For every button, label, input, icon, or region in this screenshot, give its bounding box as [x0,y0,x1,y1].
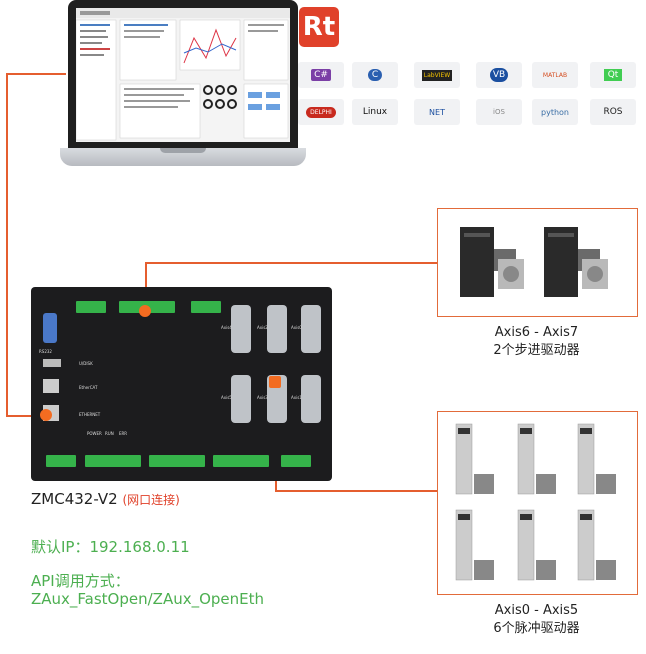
pc-link-line-vertical [6,73,8,416]
controller-connection: (网口连接) [122,493,180,507]
stepper-range: Axis6 - Axis7 [494,325,579,340]
axis5-port [231,375,251,423]
c-logo: C [352,62,398,88]
laptop-pc [60,0,306,180]
stepper-drivers-box [437,208,638,317]
axis1-port [301,375,321,423]
axis0-port [301,305,321,353]
axis2-port [267,305,287,353]
stepper-link-vertical [145,262,147,310]
matlab-logo: MATLAB [532,62,578,88]
pulse-desc: 6个脉冲驱动器 [493,621,580,636]
csharp-logo: C# [298,62,344,88]
pulse-drivers-box [437,411,638,595]
default-ip: 默认IP：192.168.0.11 [31,538,190,556]
rt-logo: Rt [299,7,339,47]
stepper-desc: 2个步进驱动器 [493,343,580,358]
vb-logo: VB [476,62,522,88]
axis5-label: Axis5 [221,395,232,400]
led-err-label: ERR [119,431,128,436]
axis4-label: Axis4 [221,325,232,330]
terminal-block [46,455,76,467]
controller-model: ZMC432-V2 [31,490,118,508]
rs232-label: RS232 [39,349,52,354]
ethernet-connection-dot [40,409,52,421]
labview-logo: LabVIEW [414,62,460,88]
ethernet-label: ETHERNET [79,412,101,417]
axis4-port [231,305,251,353]
udisk-label: U/DISK [79,361,93,366]
terminal-block [281,455,311,467]
terminal-block [76,301,106,313]
udisk-port [43,359,61,367]
apple-ios-logo: iOS [476,99,522,125]
axis0-label: Axis0 [291,325,302,330]
laptop-base-notch [160,148,206,153]
linux-logo: Linux [352,99,398,125]
pulse-group-caption: Axis0 - Axis5 6个脉冲驱动器 [437,602,636,638]
python-logo: python [532,99,578,125]
qt-logo: Qt [590,62,636,88]
pulse-connection-dot [269,376,281,388]
pc-link-line-top [6,73,66,75]
stepper-driver-icon [460,227,608,297]
rs232-port [43,313,57,343]
terminal-block [85,455,141,467]
software-window-icon [76,8,290,141]
dotnet-logo: NET [414,99,460,125]
delphi-logo: DELPHI [298,99,344,125]
pulse-range: Axis0 - Axis5 [494,603,579,618]
led-power-label: POWER [87,431,102,436]
api-methods: ZAux_FastOpen/ZAux_OpenEth [31,590,265,608]
pc-link-line-bottom [6,415,46,417]
terminal-block [191,301,221,313]
pulse-link-horizontal [275,490,437,492]
stepper-connection-dot [139,305,151,317]
servo-driver-icon [455,423,616,581]
terminal-block [149,455,205,467]
ethercat-label: EtherCAT [79,385,98,390]
axis1-label: Axis1 [291,395,302,400]
axis3-label: Axis3 [257,395,268,400]
laptop-base [60,148,306,166]
laptop-screen [76,8,290,142]
laptop-screen-frame [68,0,298,150]
axis2-label: Axis2 [257,325,268,330]
api-label: API调用方式： [31,572,130,590]
ethercat-port [43,379,59,393]
terminal-block [213,455,269,467]
led-run-label: RUN [105,431,114,436]
zmc432-controller: RS232 U/DISK EtherCAT ETHERNET POWER RUN… [31,287,332,481]
stepper-link-horizontal [145,262,437,264]
controller-model-caption: ZMC432-V2 (网口连接) [31,490,180,508]
stepper-group-caption: Axis6 - Axis7 2个步进驱动器 [437,324,636,360]
ros-logo: ROS [590,99,636,125]
